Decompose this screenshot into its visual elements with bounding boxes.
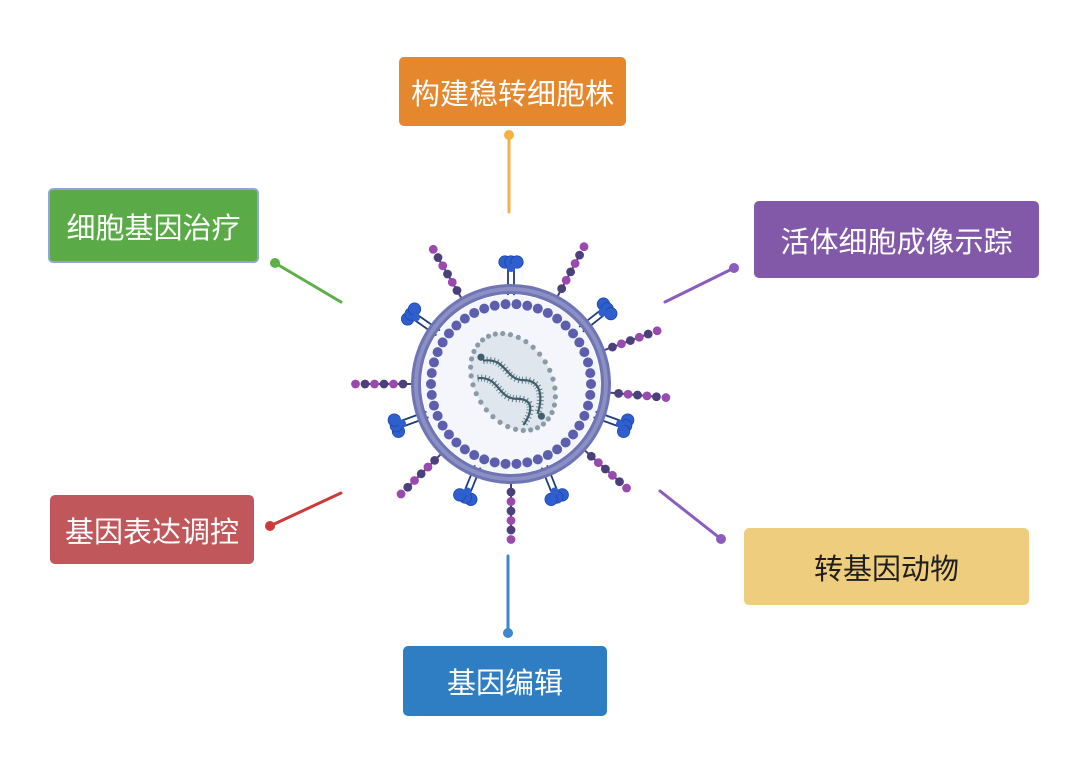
connector-dot-icon [716,534,726,544]
node-label: 构建稳转细胞株 [410,76,614,111]
connector-lines [265,130,739,638]
connector-bottom [503,554,513,638]
node-build-stable-cell-line[interactable]: 构建稳转细胞株 [399,57,626,126]
node-label: 转基因动物 [813,551,959,586]
connector-top [504,130,514,214]
connector-tr [663,263,739,304]
connector-dot-icon [270,258,280,268]
connector-dot-icon [503,628,513,638]
virus-illustration-icon [351,242,671,544]
node-cell-gene-therapy[interactable]: 细胞基因治疗 [48,188,259,263]
node-label: 基因表达调控 [64,514,239,549]
node-label: 细胞基因治疗 [66,210,241,245]
connector-dot-icon [265,521,275,531]
connector-bl [265,491,343,531]
connector-br [658,489,726,544]
node-live-cell-imaging-tracking[interactable]: 活体细胞成像示踪 [754,201,1039,278]
connector-dot-icon [504,130,514,140]
node-transgenic-animals[interactable]: 转基因动物 [744,528,1029,605]
node-gene-editing[interactable]: 基因编辑 [403,646,607,716]
node-gene-expression-regulation[interactable]: 基因表达调控 [50,495,254,564]
node-label: 基因编辑 [446,666,563,700]
node-label: 活体细胞成像示踪 [780,224,1013,259]
connector-tl [270,258,343,304]
connector-dot-icon [729,263,739,273]
